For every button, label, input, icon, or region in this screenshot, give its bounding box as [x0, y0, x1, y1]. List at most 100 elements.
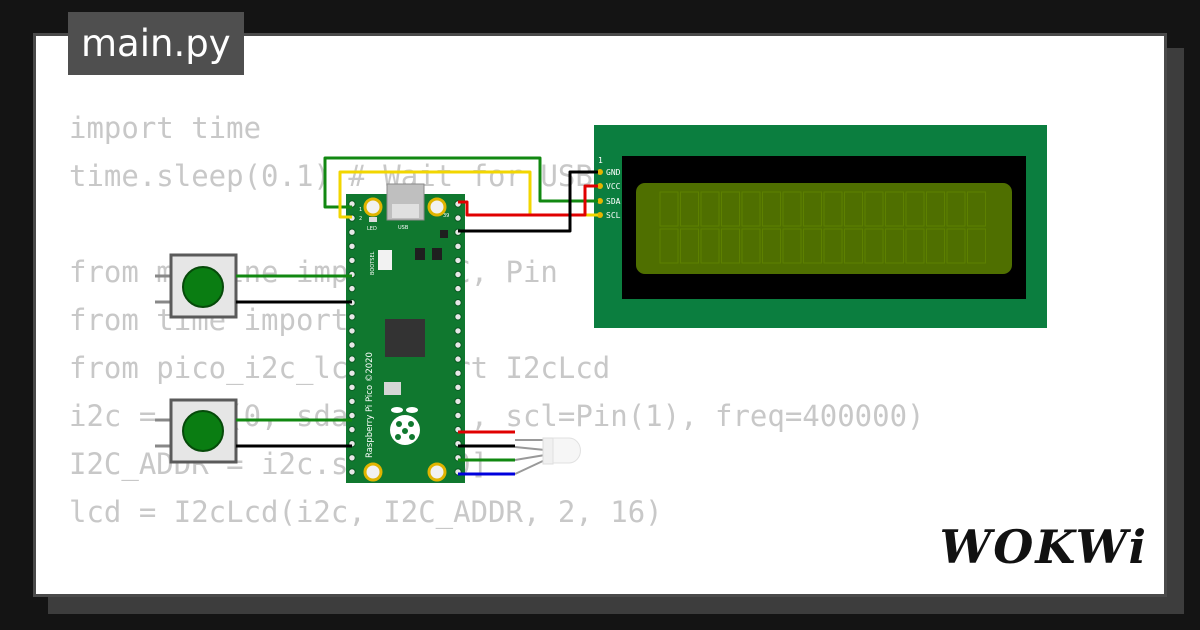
- header-pin: [348, 369, 356, 377]
- lcd-character-cell: [885, 228, 904, 264]
- header-pin: [454, 299, 462, 307]
- lcd-character-cell: [905, 191, 925, 227]
- wire-black-gnd: [458, 170, 598, 233]
- header-pin: [454, 214, 462, 222]
- wire-red-vcc: [458, 184, 598, 217]
- lcd-character-cell: [967, 191, 986, 227]
- lcd-display[interactable]: 1 GND VCC SDA SCL: [594, 125, 1047, 328]
- rgb-led[interactable]: [514, 437, 581, 475]
- lcd-character-cell: [926, 191, 945, 227]
- header-pin: [454, 327, 462, 335]
- header-pin: [348, 284, 356, 293]
- lcd-character-cell: [864, 191, 884, 227]
- lcd-pin-sda: SDA: [606, 197, 621, 206]
- lcd-character-cell: [946, 228, 966, 264]
- pin-label-39: 39: [443, 213, 449, 219]
- header-pin: [454, 313, 462, 321]
- header-pin: [454, 355, 462, 363]
- lcd-character-cell: [905, 228, 925, 264]
- wokwi-logo[interactable]: WOKWi: [939, 520, 1148, 574]
- lcd-character-cell: [700, 228, 720, 264]
- wire-green-sda: [323, 156, 598, 209]
- lcd-character-cell: [659, 191, 679, 227]
- lcd-character-cell: [803, 191, 822, 227]
- lcd-pin-pad: [597, 169, 603, 175]
- lcd-character-cell: [680, 191, 699, 227]
- file-tab-main-py[interactable]: main.py: [68, 12, 244, 75]
- bootsel-label: BOOTSEL: [370, 251, 376, 275]
- header-pin: [454, 256, 462, 265]
- lcd-pin-pad: [597, 183, 603, 189]
- button-cap[interactable]: [182, 410, 224, 452]
- lcd-character-cell: [844, 228, 863, 264]
- usb-port-inner: [392, 204, 419, 218]
- pin-label-2: 2: [359, 216, 362, 222]
- header-pin: [348, 411, 356, 420]
- lcd-character-cell: [762, 228, 781, 264]
- button-cap[interactable]: [182, 266, 224, 308]
- flash-chip: [384, 382, 401, 395]
- code-line: lcd = I2cLcd(i2c, I2C_ADDR, 2, 16): [69, 495, 663, 529]
- lcd-character-cell: [700, 191, 720, 227]
- pico-board[interactable]: LED USB 1 2 39 BOOTSEL Raspberry Pi Pico…: [346, 183, 465, 483]
- lcd-pin-pad: [597, 212, 603, 218]
- header-pin: [348, 313, 356, 321]
- lcd-character-cell: [659, 228, 679, 264]
- header-pin: [348, 355, 356, 363]
- header-pin: [348, 425, 356, 434]
- code-line: import time: [69, 111, 262, 145]
- header-pin: [454, 397, 462, 406]
- lcd-character-cell: [864, 228, 884, 264]
- mounting-hole: [427, 197, 447, 217]
- lcd-pin-pad: [597, 198, 603, 204]
- header-pin: [348, 256, 356, 265]
- header-pin: [348, 228, 356, 236]
- header-pin: [454, 411, 462, 420]
- lcd-character-cell: [844, 191, 863, 227]
- lcd-pin-gnd: GND: [606, 168, 621, 177]
- lcd-character-cell: [741, 191, 761, 227]
- usb-label: USB: [398, 225, 409, 231]
- wires: [236, 156, 598, 476]
- lcd-character-cell: [782, 228, 802, 264]
- header-pin: [454, 270, 462, 279]
- lcd-character-grid: [659, 191, 986, 264]
- lcd-character-cell: [741, 228, 761, 264]
- lcd-character-cell: [721, 191, 740, 227]
- push-button-2[interactable]: [155, 398, 251, 464]
- header-pin: [348, 454, 356, 462]
- pico-pin-row-right: [454, 200, 462, 476]
- led: [369, 217, 377, 222]
- mounting-hole: [363, 197, 383, 217]
- header-pin: [348, 242, 356, 251]
- code-line: lcd.backlight_on(): [69, 584, 925, 594]
- push-button-1[interactable]: [155, 253, 251, 319]
- lcd-character-cell: [680, 228, 699, 264]
- mounting-hole: [427, 462, 447, 482]
- bootsel-button[interactable]: [378, 250, 392, 270]
- header-pin: [454, 383, 462, 391]
- lcd-character-cell: [782, 191, 802, 227]
- chip: [415, 248, 425, 260]
- pin-label-1: 1: [359, 207, 362, 213]
- chip: [432, 248, 442, 260]
- lcd-character-cell: [762, 191, 781, 227]
- lcd-character-cell: [721, 228, 740, 264]
- lcd-character-cell: [823, 228, 843, 264]
- header-pin: [454, 242, 462, 251]
- header-pin: [348, 397, 356, 406]
- header-pin: [348, 341, 356, 349]
- header-pin: [348, 383, 356, 391]
- lcd-character-cell: [885, 191, 904, 227]
- board-label: Raspberry Pi Pico ©2020: [365, 352, 375, 458]
- header-pin: [348, 468, 356, 476]
- header-pin: [454, 341, 462, 349]
- lcd-character-cell: [946, 191, 966, 227]
- lcd-character-cell: [967, 228, 986, 264]
- raspberry-logo-icon: [390, 407, 420, 445]
- lcd-pin-vcc: VCC: [606, 182, 621, 191]
- chip: [440, 230, 448, 238]
- lcd-character-cell: [926, 228, 945, 264]
- lcd-pin-scl: SCL: [606, 211, 621, 220]
